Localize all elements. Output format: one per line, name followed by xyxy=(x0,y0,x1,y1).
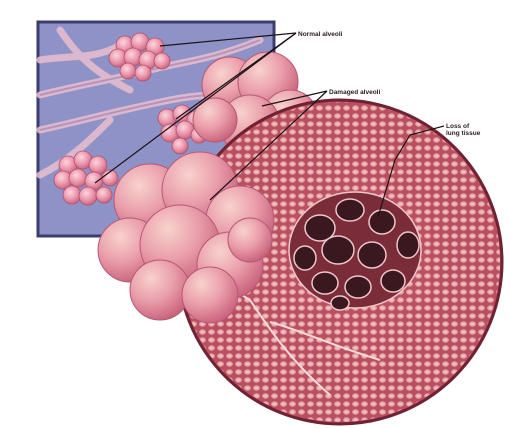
label-loss-of-lung-tissue: Loss of lung tissue xyxy=(446,123,480,137)
label-damaged-alveoli: Damaged alveoli xyxy=(329,89,380,96)
tissue-holes xyxy=(289,192,421,310)
label-loss-line-1: Loss of xyxy=(446,123,480,130)
label-normal-alveoli: Normal alveoli xyxy=(298,31,342,38)
label-loss-line-2: lung tissue xyxy=(446,130,480,137)
